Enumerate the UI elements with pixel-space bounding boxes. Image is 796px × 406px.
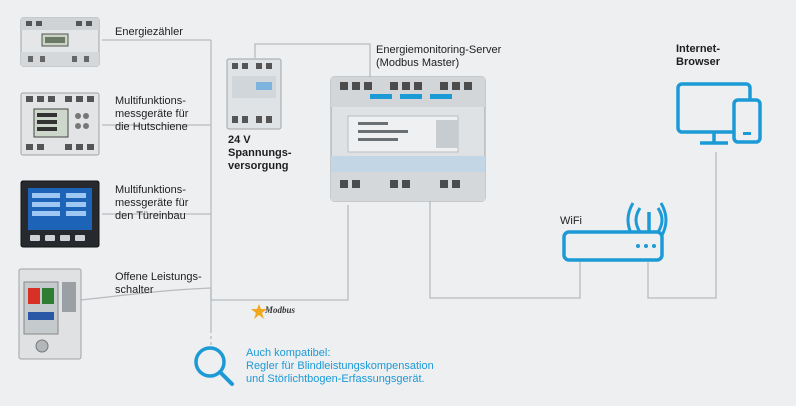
modbus-logo-text: Modbus [265, 305, 296, 315]
psu-to-server [254, 43, 371, 78]
modbus-star-icon [251, 304, 267, 319]
label-server: Energiemonitoring-Server (Modbus Master) [376, 44, 502, 69]
smartphone-icon [732, 98, 762, 144]
multifunction-din-device [20, 92, 100, 156]
power-supply-device [226, 58, 282, 130]
energy-meter-device [20, 17, 100, 67]
browser-devices [676, 82, 762, 145]
label-multifunction-door: Multifunktions- messgeräte für den Türei… [115, 184, 189, 222]
multifunction-door-device [20, 180, 100, 248]
label-wifi: WiFi [560, 215, 582, 227]
label-energy-meter: Energiezähler [115, 26, 183, 38]
label-multifunction-din: Multifunktions- messgeräte für die Hutsc… [115, 95, 189, 133]
wifi-router-icon [562, 202, 668, 262]
label-browser: Internet- Browser [676, 43, 721, 68]
modbus-logo: Modbus [251, 302, 313, 322]
circuit-breaker-device [18, 268, 82, 360]
server-device [330, 76, 486, 202]
compatibility-note: Auch kompatibel: Regler für Blindleistun… [246, 347, 434, 385]
wifi-to-browser [647, 152, 717, 299]
label-power-supply: 24 V Spannungs- versorgung [228, 134, 292, 172]
tap-breaker-to-server [79, 205, 349, 301]
server-to-wifi [429, 200, 581, 299]
label-circuit-breaker: Offene Leistungs- schalter [115, 271, 202, 296]
search-icon [194, 346, 234, 386]
